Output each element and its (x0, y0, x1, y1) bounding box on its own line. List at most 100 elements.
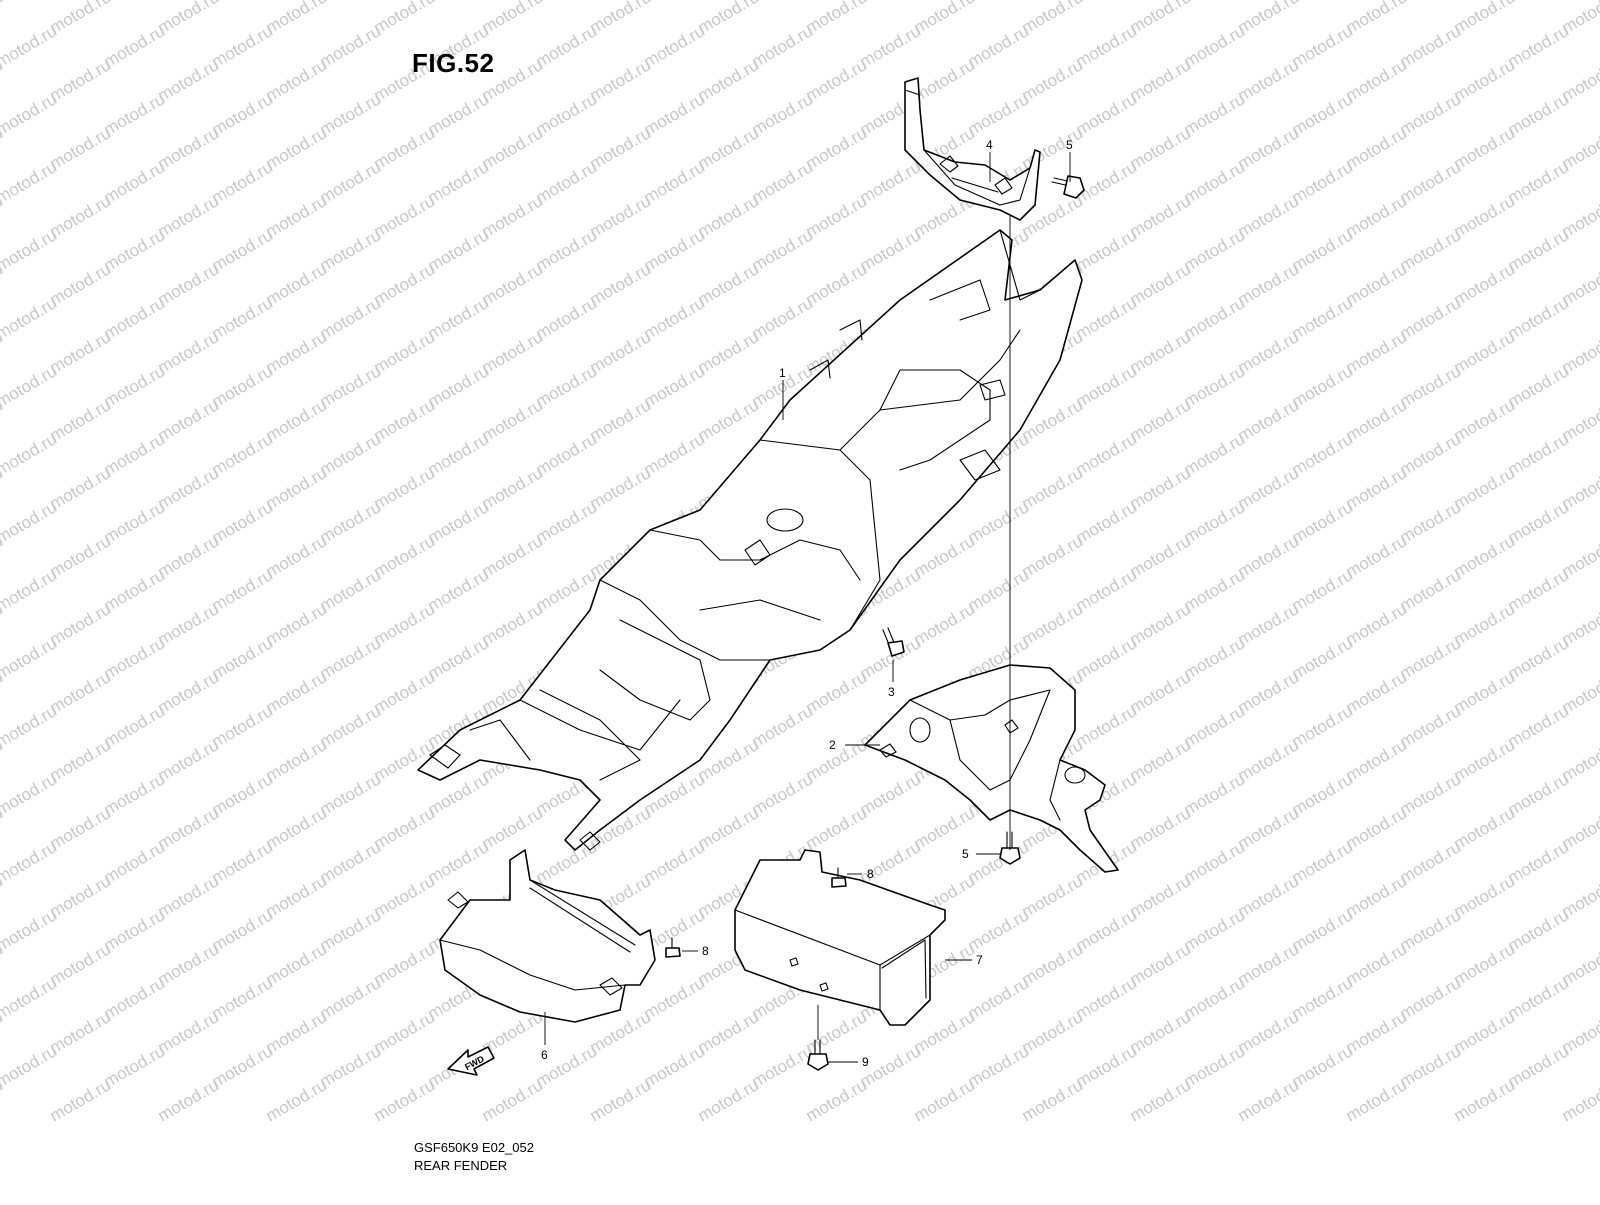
watermark-text: motod.ru (1127, 0, 1195, 37)
watermark-text: motod.ru (425, 837, 493, 887)
watermark-text: motod.ru (209, 565, 277, 615)
watermark-text: motod.ru (749, 701, 817, 751)
watermark-text: motod.ru (695, 395, 763, 445)
watermark-text: motod.ru (47, 1007, 115, 1057)
watermark-text: motod.ru (533, 361, 601, 411)
watermark-text: motod.ru (155, 327, 223, 377)
watermark-text: motod.ru (1019, 55, 1087, 105)
watermark-text: motod.ru (1289, 89, 1357, 139)
watermark-text: motod.ru (101, 497, 169, 547)
watermark-text: motod.ru (965, 565, 1033, 615)
watermark-text: motod.ru (155, 667, 223, 717)
watermark-text: motod.ru (1451, 599, 1519, 649)
watermark-text: motod.ru (1343, 871, 1411, 921)
watermark-text: motod.ru (1181, 497, 1249, 547)
watermark-text: motod.ru (857, 21, 925, 71)
watermark-text: motod.ru (1181, 361, 1249, 411)
watermark-text: motod.ru (749, 89, 817, 139)
callout-1: 1 (779, 366, 786, 380)
watermark-text: motod.ru (263, 667, 331, 717)
watermark-text: motod.ru (1343, 735, 1411, 785)
watermark-text: motod.ru (641, 225, 709, 275)
watermark-text: motod.ru (0, 0, 6, 37)
watermark-text: motod.ru (0, 633, 60, 683)
watermark-text: motod.ru (1235, 1075, 1303, 1125)
watermark-text: motod.ru (1451, 871, 1519, 921)
watermark-text: motod.ru (1505, 565, 1573, 615)
watermark-text: motod.ru (533, 21, 601, 71)
watermark-text: motod.ru (263, 599, 331, 649)
callout-9: 9 (862, 1055, 869, 1069)
watermark-text: motod.ru (911, 803, 979, 853)
watermark-text: motod.ru (263, 803, 331, 853)
watermark-text: motod.ru (155, 395, 223, 445)
watermark-text: motod.ru (263, 1075, 331, 1125)
watermark-text: motod.ru (533, 225, 601, 275)
watermark-text: motod.ru (0, 837, 60, 887)
watermark-text: motod.ru (1451, 55, 1519, 105)
watermark-text: motod.ru (1505, 1041, 1573, 1091)
watermark-text: motod.ru (1127, 803, 1195, 853)
watermark-text: motod.ru (1073, 973, 1141, 1023)
watermark-text: motod.ru (1505, 973, 1573, 1023)
watermark-text: motod.ru (0, 0, 60, 3)
watermark-text: motod.ru (317, 701, 385, 751)
watermark-text: motod.ru (1127, 939, 1195, 989)
watermark-text: motod.ru (695, 803, 763, 853)
watermark-text: motod.ru (1181, 157, 1249, 207)
watermark-text: motod.ru (965, 837, 1033, 887)
watermark-text: motod.ru (317, 973, 385, 1023)
watermark-text: motod.ru (1181, 225, 1249, 275)
watermark-text: motod.ru (1343, 1075, 1411, 1125)
watermark-text: motod.ru (1505, 905, 1573, 955)
watermark-text: motod.ru (749, 225, 817, 275)
watermark-text: motod.ru (101, 157, 169, 207)
watermark-text: motod.ru (1019, 463, 1087, 513)
watermark-text: motod.ru (641, 1041, 709, 1091)
watermark-text: motod.ru (1127, 531, 1195, 581)
watermark-text: motod.ru (1505, 157, 1573, 207)
watermark-text: motod.ru (695, 191, 763, 241)
watermark-text: motod.ru (371, 123, 439, 173)
watermark-text: motod.ru (1019, 0, 1087, 37)
watermark-text: motod.ru (101, 769, 169, 819)
watermark-text: motod.ru (0, 1041, 60, 1091)
watermark-text: motod.ru (695, 1075, 763, 1125)
watermark-text: motod.ru (479, 599, 547, 649)
watermark-text: motod.ru (911, 0, 979, 37)
watermark-text: motod.ru (101, 225, 169, 275)
watermark-text: motod.ru (1181, 429, 1249, 479)
watermark-text: motod.ru (1073, 225, 1141, 275)
watermark-text: motod.ru (47, 599, 115, 649)
watermark-text: motod.ru (209, 973, 277, 1023)
watermark-text: motod.ru (101, 701, 169, 751)
watermark-text: motod.ru (1235, 191, 1303, 241)
watermark-text: motod.ru (1019, 1075, 1087, 1125)
watermark-text: motod.ru (1505, 89, 1573, 139)
watermark-text: motod.ru (317, 429, 385, 479)
watermark-text: motod.ru (317, 1041, 385, 1091)
watermark-text: motod.ru (1451, 803, 1519, 853)
watermark-text: motod.ru (1127, 463, 1195, 513)
callout-3: 3 (888, 685, 895, 699)
watermark-text: motod.ru (1019, 531, 1087, 581)
watermark-text: motod.ru (479, 395, 547, 445)
watermark-text: motod.ru (263, 871, 331, 921)
watermark-text: motod.ru (1235, 395, 1303, 445)
watermark-text: motod.ru (1073, 497, 1141, 547)
watermark-text: motod.ru (0, 905, 60, 955)
watermark-text: motod.ru (1127, 191, 1195, 241)
watermark-text: motod.ru (1181, 21, 1249, 71)
watermark-text: motod.ru (317, 905, 385, 955)
watermark-text: motod.ru (695, 55, 763, 105)
watermark-text: motod.ru (1397, 905, 1465, 955)
watermark-text: motod.ru (1289, 565, 1357, 615)
watermark-text: motod.ru (101, 429, 169, 479)
watermark-text: motod.ru (587, 0, 655, 37)
watermark-text: motod.ru (641, 89, 709, 139)
watermark-text: motod.ru (1451, 191, 1519, 241)
watermark-text: motod.ru (803, 803, 871, 853)
watermark-text: motod.ru (1181, 973, 1249, 1023)
watermark-text: motod.ru (587, 395, 655, 445)
watermark-text: motod.ru (1181, 633, 1249, 683)
